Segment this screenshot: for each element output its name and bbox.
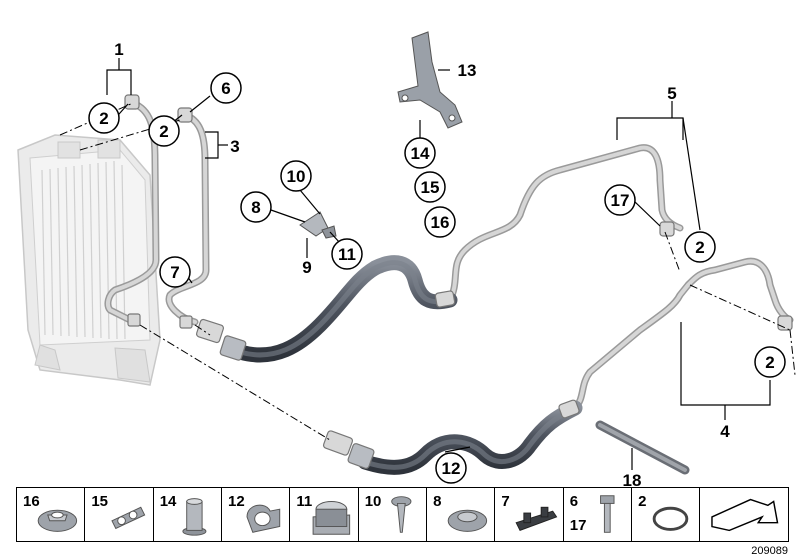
hex-nut-washer-icon — [37, 509, 78, 532]
callout-2: 2 — [99, 109, 108, 128]
document-number: 209089 — [751, 545, 788, 557]
part-number: 2 — [638, 493, 647, 510]
callout-8: 8 — [251, 198, 260, 217]
callout-2: 2 — [765, 353, 774, 372]
part-number: 11 — [296, 493, 313, 510]
callout-labels: 1 2 2 3 6 7 10 8 9 11 13 14 15 16 5 17 2… — [99, 40, 774, 490]
part-cell-7: 7 — [495, 488, 564, 541]
part-cell-arrow — [700, 488, 788, 541]
part-cell-2: 2 — [632, 488, 701, 541]
part-cell-12: 12 — [222, 488, 291, 541]
callout-14: 14 — [411, 144, 430, 163]
callout-10: 10 — [287, 167, 306, 186]
rubber-strip — [595, 420, 690, 475]
callout-4: 4 — [720, 422, 730, 441]
leader-lines — [106, 58, 771, 470]
part-cell-10: 10 — [359, 488, 428, 541]
threaded-insert-icon — [182, 498, 207, 536]
double-clip-icon — [515, 506, 558, 531]
part-number: 8 — [433, 493, 442, 510]
part-number: 14 — [159, 493, 177, 510]
collar-nut-icon — [447, 509, 488, 532]
hex-bolt-icon — [599, 495, 615, 533]
callout-18: 18 — [623, 471, 642, 490]
callout-7: 7 — [170, 263, 179, 282]
part-number: 10 — [364, 493, 382, 510]
bracket — [397, 31, 463, 129]
callout-17: 17 — [611, 191, 630, 210]
callout-11: 11 — [338, 245, 356, 264]
part-cell-15: 15 — [85, 488, 154, 541]
callout-13: 13 — [458, 61, 477, 80]
part-cell-11: 11 — [290, 488, 359, 541]
callout-2: 2 — [159, 122, 168, 141]
callout-3: 3 — [230, 137, 239, 156]
rubber-mount-icon — [312, 501, 351, 535]
callout-6: 6 — [221, 79, 230, 98]
part-number: 16 — [23, 493, 40, 510]
holder-bracket — [299, 211, 337, 239]
parts-strip: 16 15 14 12 11 — [16, 487, 789, 542]
callout-16: 16 — [431, 213, 450, 232]
part-cell-16: 16 — [17, 488, 86, 541]
callout-circles — [88, 72, 786, 484]
part-cell-8: 8 — [427, 488, 496, 541]
part-number: 6 — [569, 493, 579, 510]
part-number: 15 — [91, 493, 109, 510]
oil-cooler — [17, 134, 161, 386]
arrow-icon — [711, 498, 779, 532]
callout-1: 1 — [114, 40, 123, 59]
callout-5: 5 — [667, 84, 676, 103]
fittings — [124, 94, 793, 469]
oil-pipes — [104, 99, 794, 475]
screw-icon — [390, 496, 412, 533]
part-number: 7 — [501, 493, 510, 510]
callout-2: 2 — [695, 238, 704, 257]
callout-15: 15 — [421, 178, 440, 197]
part-cell-14: 14 — [154, 488, 223, 541]
callout-12: 12 — [442, 459, 461, 478]
part-cell-6-17: 6 17 — [564, 488, 633, 541]
callout-9: 9 — [302, 258, 311, 277]
pipe-clip-icon — [111, 506, 146, 530]
part-number: 12 — [228, 493, 245, 510]
o-ring-icon — [652, 506, 689, 531]
part-number: 17 — [569, 517, 587, 534]
hose-holder-icon — [246, 504, 281, 533]
